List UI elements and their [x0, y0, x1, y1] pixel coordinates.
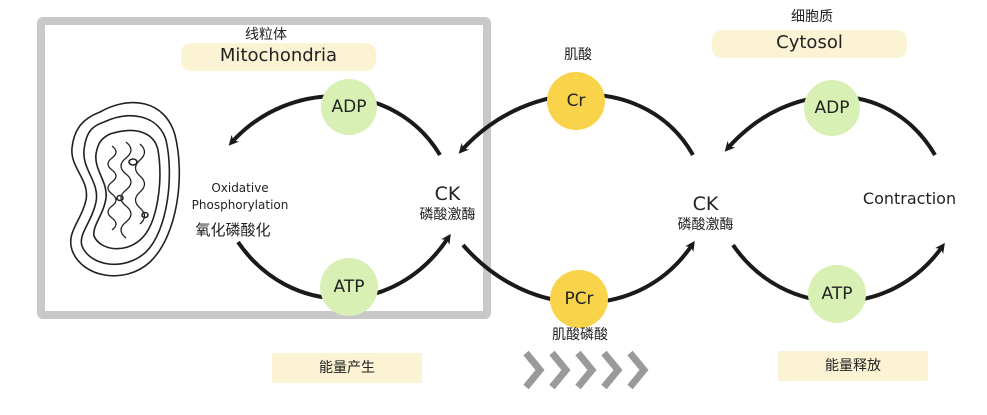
mitochondria-title-en: Mitochondria	[181, 43, 376, 71]
energy-release-caption: 能量释放	[778, 351, 928, 381]
mitochondrion-icon	[69, 101, 181, 277]
oxphos-label-cn: 氧化磷酸化	[195, 221, 271, 239]
mito-ck-en: CK	[434, 183, 461, 205]
creatine-label-cn: 肌酸	[564, 47, 592, 63]
cytosol-title-en: Cytosol	[712, 30, 907, 58]
contraction-label: Contraction	[862, 189, 957, 208]
mito-atp-node: ATP	[320, 258, 378, 316]
cytosol-ck-label: CK 磷酸激酶	[663, 193, 748, 234]
cytosol-ck-en: CK	[692, 193, 719, 215]
oxphos-label-line2: Phosphorylation	[191, 198, 289, 212]
phosphocreatine-node: PCr	[550, 270, 608, 328]
cytosol-atp-node: ATP	[808, 265, 866, 323]
mito-ck-label: CK 磷酸激酶	[405, 183, 490, 224]
mitochondria-compartment-frame	[37, 17, 491, 319]
direction-chevrons-icon	[523, 350, 649, 390]
energy-production-caption: 能量产生	[272, 353, 422, 383]
mito-ck-cn: 磷酸激酶	[419, 206, 476, 223]
cytosol-ck-cn: 磷酸激酶	[677, 216, 734, 233]
mito-adp-node: ADP	[321, 79, 377, 135]
creatine-node: Cr	[547, 72, 605, 130]
cytosol-adp-node: ADP	[804, 80, 860, 136]
cytosol-title-cn: 细胞质	[791, 9, 833, 25]
oxphos-label-line1: Oxidative	[211, 181, 269, 195]
oxphos-label-en: Oxidative Phosphorylation	[184, 180, 296, 214]
mitochondria-title-cn: 线粒体	[245, 27, 287, 43]
phosphocreatine-label-cn: 肌酸磷酸	[552, 327, 608, 343]
